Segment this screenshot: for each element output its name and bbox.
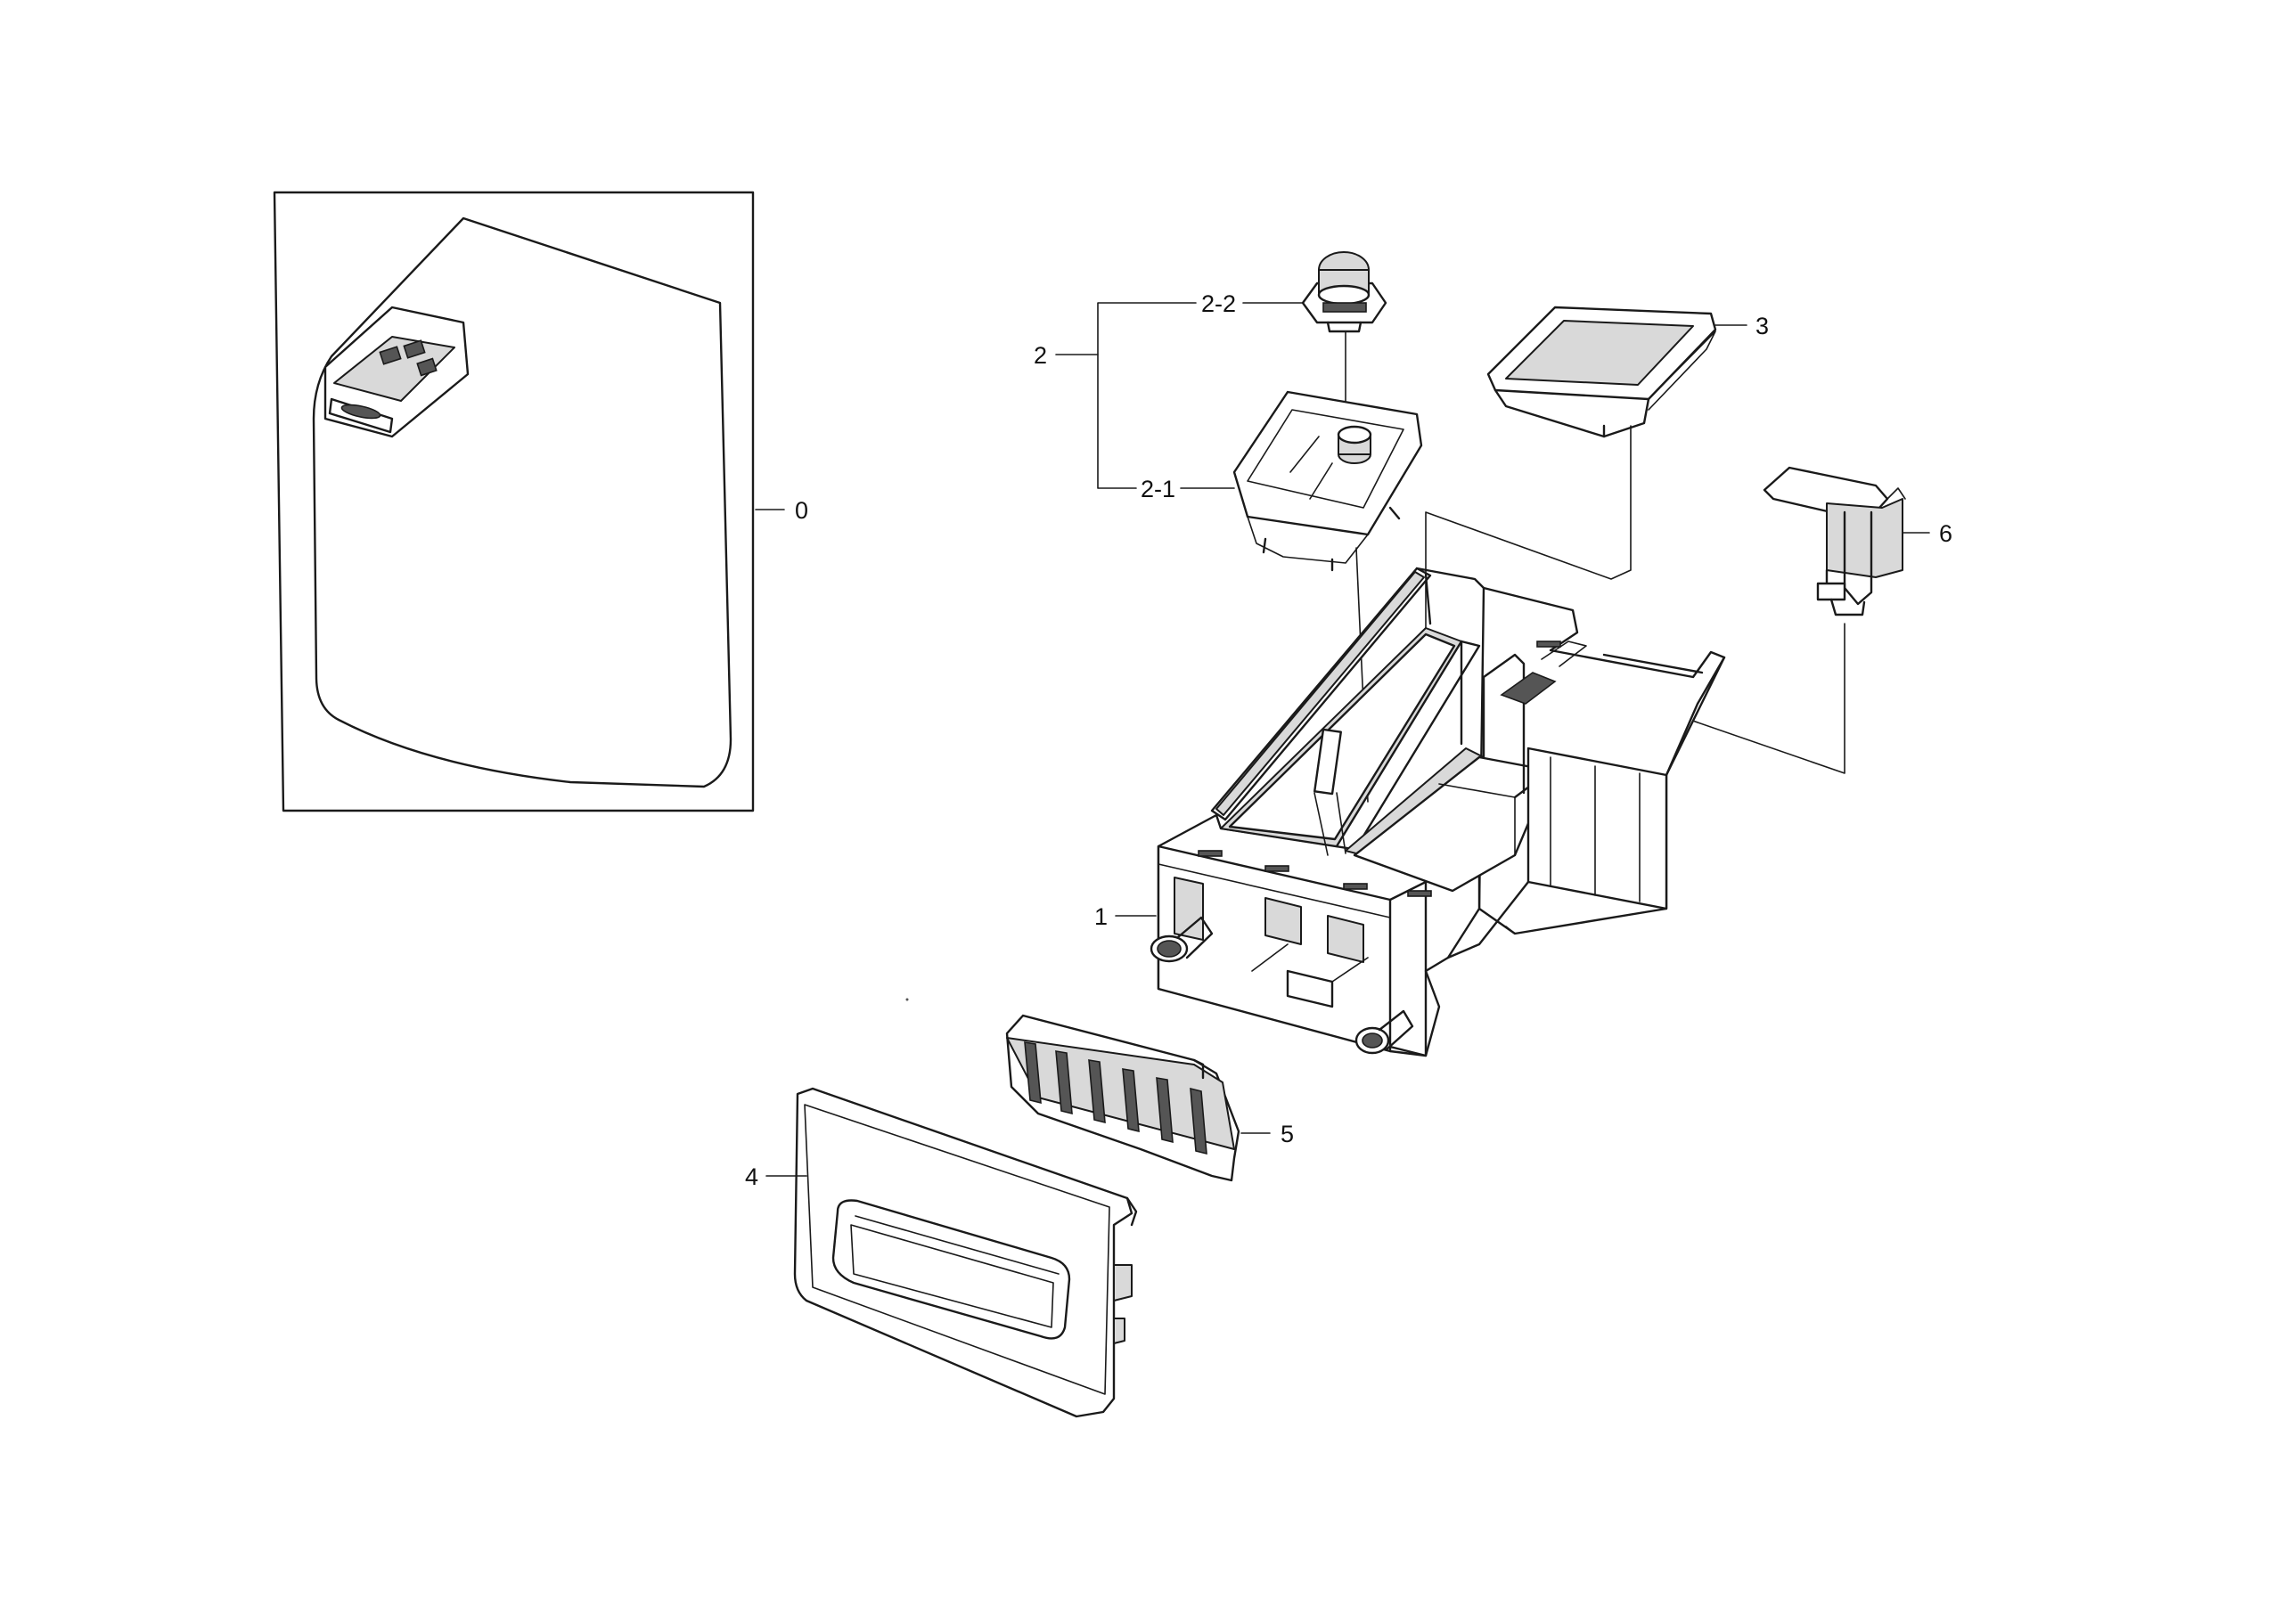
callout-2: 2 (1034, 342, 1047, 369)
part-3-detergent-tray (1486, 306, 1717, 438)
callout-5: 5 (1281, 1121, 1294, 1147)
part-6-valve (1763, 466, 1906, 616)
part-2-2-siphon-cap (1301, 251, 1387, 333)
callout-0: 0 (795, 497, 808, 524)
callout-1: 1 (1094, 903, 1108, 930)
inlet-pipe-right (1354, 1009, 1414, 1055)
callout-3: 3 (1755, 313, 1769, 339)
part-4-drawer-front-panel (793, 1087, 1138, 1418)
inlet-pipe-left (1150, 916, 1214, 963)
assembly-drawer-thumbnail (323, 306, 470, 438)
callout-4: 4 (745, 1163, 758, 1190)
speck (905, 998, 909, 1001)
part-2-1-siphon-cup (1232, 390, 1423, 572)
callout-2-1: 2-1 (1141, 476, 1175, 502)
part-5-rinse-insert (1005, 1014, 1240, 1182)
bracket-2 (1097, 302, 1197, 489)
assembly-frame (273, 191, 755, 812)
callout-2-2: 2-2 (1201, 290, 1236, 317)
callout-6: 6 (1939, 520, 1952, 547)
part-1-drawer-housing (1150, 567, 1726, 1057)
